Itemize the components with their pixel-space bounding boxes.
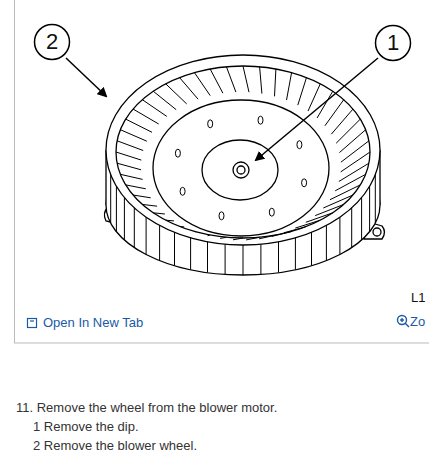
blade-fin: [295, 238, 296, 270]
blade-fin: [166, 220, 174, 222]
leader-line: [66, 58, 106, 96]
blade-fin: [311, 232, 312, 265]
blade-fin: [180, 78, 199, 100]
blade-fin: [246, 237, 260, 240]
callout-circle: 1: [374, 24, 412, 62]
disc-hole: [269, 208, 274, 216]
figure-id: L1: [411, 290, 425, 305]
disc-hole: [297, 141, 302, 149]
step-text: 1 Remove the dip.: [33, 419, 139, 434]
blade-fin: [194, 231, 195, 232]
blade-fin: [298, 78, 307, 106]
blade-fin: [361, 198, 362, 241]
blade-fin: [110, 175, 111, 224]
disc-hole: [180, 187, 185, 195]
blade-fins: [111, 66, 376, 275]
blade-fin: [134, 208, 135, 248]
blade-fin: [116, 152, 141, 160]
open-tab-icon: [28, 319, 37, 328]
blade-fin: [126, 119, 152, 132]
blade-fin: [220, 237, 226, 238]
callout-circle: 2: [33, 23, 71, 61]
blade-fin: [323, 195, 353, 208]
disc-hole: [219, 212, 224, 220]
blade-fin: [339, 217, 340, 254]
blade-fin: [375, 175, 376, 224]
figure-frame: [15, 0, 429, 343]
leader-line: [256, 58, 378, 160]
disc-hole: [208, 120, 213, 128]
blade-fin: [260, 244, 261, 274]
blade-fin: [166, 84, 187, 104]
blade-fin: [225, 244, 226, 274]
blade-fin: [120, 174, 142, 179]
blade-fin: [133, 195, 151, 198]
blade-fin: [194, 73, 210, 96]
blade-fin: [190, 238, 191, 270]
blade-fin: [207, 242, 208, 273]
blade-fin: [339, 163, 369, 181]
link-text: Open In New Tab: [43, 315, 143, 330]
zoom-icon: [398, 316, 410, 328]
blade-fin: [210, 69, 223, 93]
disc-hole: [302, 179, 307, 187]
blade-fin: [133, 109, 159, 124]
callout-number: 2: [46, 29, 58, 55]
blade-fin: [341, 141, 369, 162]
blade-fin: [208, 235, 211, 237]
blade-fin: [153, 213, 165, 214]
blade-fin: [284, 227, 307, 233]
blade-fin: [317, 91, 333, 118]
step-text: 2 Remove the blower wheel.: [33, 438, 197, 453]
step-text: 11. Remove the wheel from the blower mot…: [16, 400, 277, 415]
blade-fin: [146, 217, 147, 254]
disc-holes: [175, 116, 306, 220]
blade-fin: [330, 185, 360, 200]
blade-fin: [243, 66, 249, 92]
blade-fin: [335, 174, 366, 191]
blower-wheel: [104, 55, 384, 275]
blade-fin: [174, 232, 175, 265]
blade-fin: [325, 100, 344, 126]
callout-number: 1: [387, 30, 399, 56]
blade-fin: [226, 67, 236, 92]
blade-fin: [295, 220, 320, 228]
blade-fin: [153, 91, 176, 110]
disc-hole: [175, 149, 180, 157]
blade-fin: [117, 141, 143, 151]
blade-fin: [142, 204, 157, 206]
blade-fin: [369, 186, 370, 231]
blade-fin: [159, 225, 160, 260]
blade-fin: [126, 185, 146, 189]
blade-fin: [287, 73, 292, 101]
blade-fin: [124, 198, 125, 241]
blade-fin: [336, 119, 360, 143]
blade-fin: [142, 100, 167, 117]
blade-fin: [243, 245, 244, 275]
blade-fin: [120, 130, 147, 142]
blade-fin: [233, 238, 243, 240]
blade-fin: [341, 152, 370, 172]
blade-fin: [180, 226, 185, 227]
blade-fin: [351, 208, 352, 248]
blade-fin: [259, 235, 276, 239]
blade-fin: [260, 67, 262, 94]
link-text: Zo: [410, 314, 425, 329]
blade-fin: [117, 163, 141, 170]
blade-fin: [331, 109, 353, 134]
blade-fin: [116, 186, 117, 231]
blade-fin: [339, 130, 365, 153]
disc-hole: [258, 116, 263, 124]
blade-fin: [326, 225, 327, 260]
blade-fin: [275, 69, 276, 96]
blade-fin: [278, 242, 279, 273]
